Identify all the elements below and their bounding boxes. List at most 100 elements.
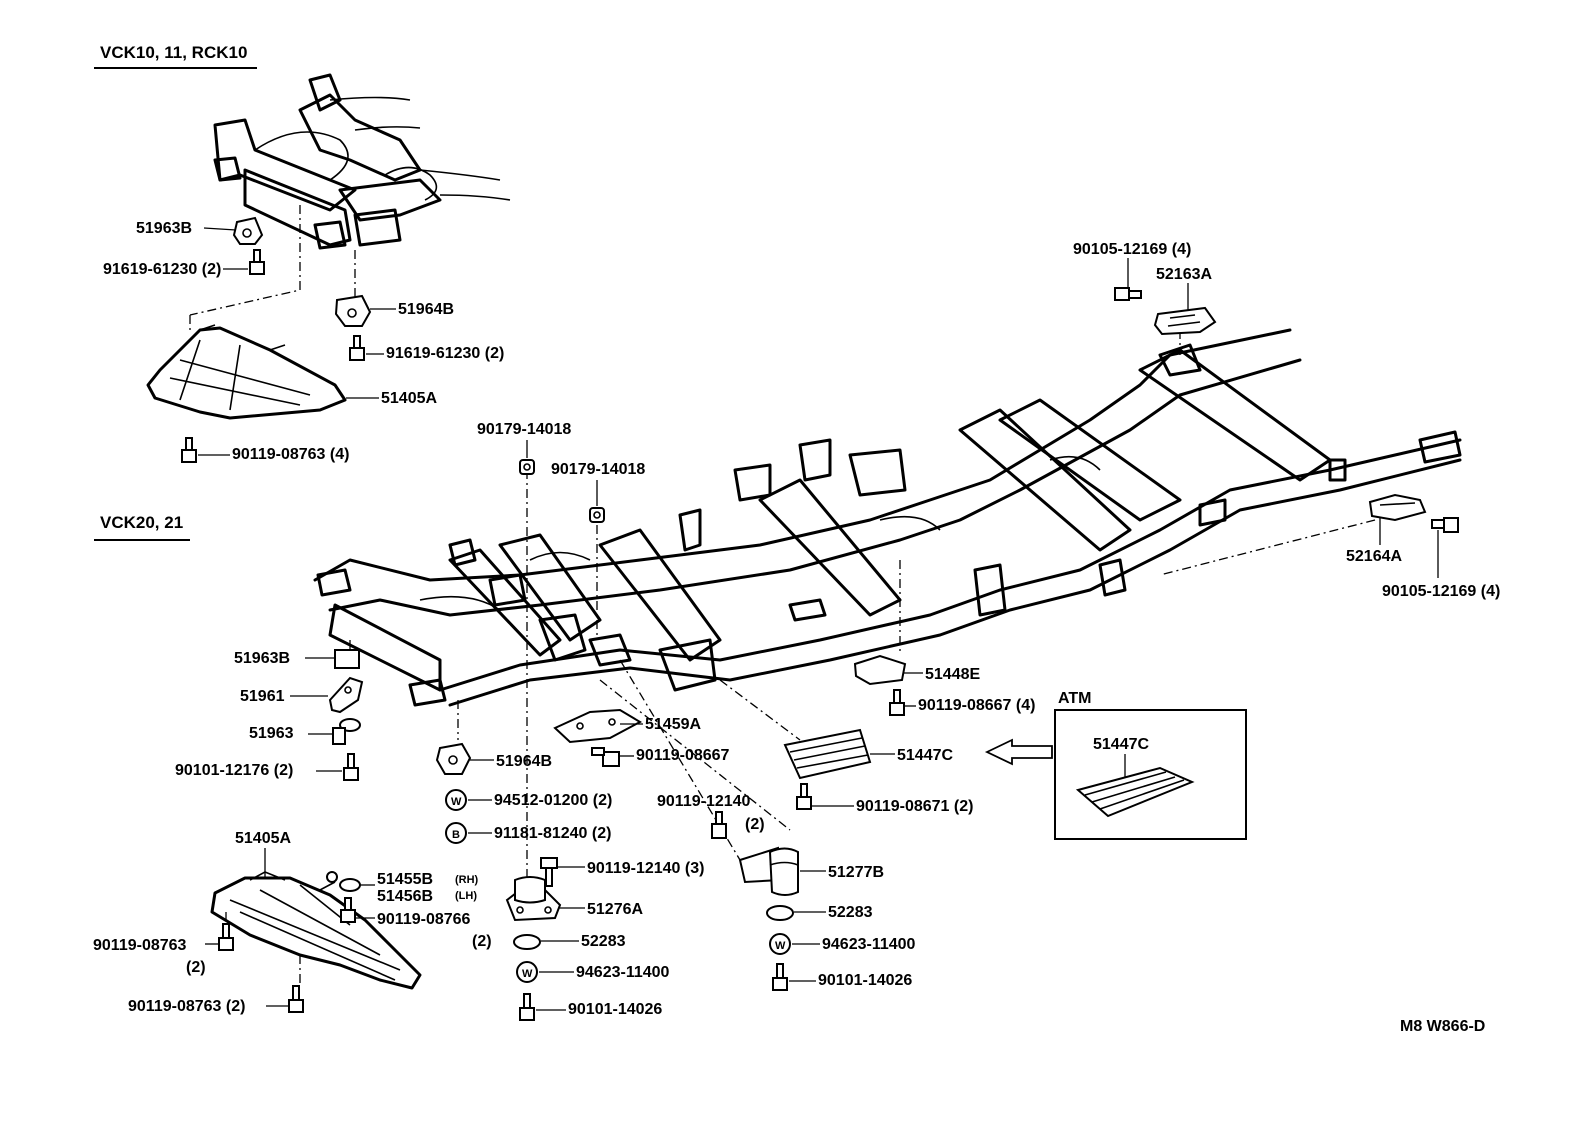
label-51964b-mid: 51964B xyxy=(496,753,552,770)
label-51963: 51963 xyxy=(249,725,294,742)
bolt-icon xyxy=(218,923,234,951)
front-crossmember-top xyxy=(213,73,511,250)
label-90119-12140-a2: (2) xyxy=(745,816,765,833)
label-91619-61230-top-b: 91619-61230 (2) xyxy=(386,345,504,362)
section-title-vck20: VCK20, 21 xyxy=(100,513,183,532)
label-90119-12140-a: 90119-12140 xyxy=(657,793,751,810)
label-94623-11400-left: 94623-11400 xyxy=(576,964,670,981)
washer-w-icon: W xyxy=(516,961,538,983)
label-90119-08766: 90119-08766 xyxy=(377,911,471,928)
label-51456b-side: (LH) xyxy=(455,890,477,902)
mount-51276a xyxy=(505,876,562,922)
bracket-51455b xyxy=(326,871,361,892)
label-90119-08763-a: 90119-08763 xyxy=(93,937,187,954)
svg-text:W: W xyxy=(451,796,462,808)
label-90119-12140-3: 90119-12140 (3) xyxy=(587,860,704,877)
cushion-52283-left xyxy=(513,934,541,950)
section-title-vck10: VCK10, 11, RCK10 xyxy=(100,43,247,62)
svg-text:B: B xyxy=(452,829,460,841)
washer-w-icon: W xyxy=(445,789,467,811)
label-91619-61230-top-a: 91619-61230 (2) xyxy=(103,261,221,278)
mount-52163a xyxy=(1153,306,1217,336)
label-90119-08763-4: 90119-08763 (4) xyxy=(232,446,349,463)
bolt-icon xyxy=(340,897,356,923)
bracket-51963b-top xyxy=(232,216,264,245)
skid-plate-51405a-top xyxy=(146,324,347,420)
label-51964b-top: 51964B xyxy=(398,301,454,318)
label-90101-12176: 90101-12176 (2) xyxy=(175,762,293,779)
crossmember-51447c xyxy=(783,728,872,780)
label-51456b: 51456B xyxy=(377,888,433,905)
bracket-51964b-top xyxy=(334,294,372,327)
label-51447c: 51447C xyxy=(897,747,953,764)
label-51405a-top: 51405A xyxy=(381,390,437,407)
bracket-51448e xyxy=(853,654,907,686)
nut-icon xyxy=(589,507,605,523)
svg-text:W: W xyxy=(775,940,786,952)
label-51963b-mid: 51963B xyxy=(234,650,290,667)
label-52283-right: 52283 xyxy=(828,904,873,921)
bolt-icon xyxy=(796,783,812,810)
label-90119-08671: 90119-08671 (2) xyxy=(856,798,973,815)
label-51455b-side: (RH) xyxy=(455,874,479,886)
washer-w-icon: W xyxy=(769,933,791,955)
label-52164a: 52164A xyxy=(1346,548,1402,565)
atm-box xyxy=(1054,709,1247,840)
atm-title: ATM xyxy=(1058,690,1091,707)
mount-51277b xyxy=(738,846,799,896)
label-90119-08667-4: 90119-08667 (4) xyxy=(918,697,1035,714)
bracket-51459a xyxy=(553,708,643,744)
bolt-icon xyxy=(540,857,558,887)
label-90119-08763-b: 90119-08763 (2) xyxy=(128,998,245,1015)
bolt-icon xyxy=(349,335,365,361)
bolt-icon xyxy=(181,437,197,463)
bolt-icon xyxy=(519,993,535,1021)
label-51963b-top: 51963B xyxy=(136,220,192,237)
skid-plate-51405a-bottom xyxy=(210,871,422,990)
label-51277b: 51277B xyxy=(828,864,884,881)
crossmember-atm xyxy=(1075,766,1195,818)
bolt-icon xyxy=(343,753,359,781)
label-94623-11400-right: 94623-11400 xyxy=(822,936,916,953)
label-51459a: 51459A xyxy=(645,716,701,733)
bolt-icon xyxy=(772,963,788,991)
bolt-icon xyxy=(1431,517,1459,533)
label-90119-08766-2: (2) xyxy=(472,933,492,950)
drawing-code: M8 W866-D xyxy=(1400,1018,1485,1035)
label-52163a: 52163A xyxy=(1156,266,1212,283)
arrow-left-icon xyxy=(984,738,1053,766)
label-90119-08763-a2: (2) xyxy=(186,959,206,976)
label-90105-12169-b: 90105-12169 (4) xyxy=(1382,583,1500,600)
bolt-icon xyxy=(1114,287,1142,301)
label-90179-14018-a: 90179-14018 xyxy=(477,421,571,438)
label-51455b: 51455B xyxy=(377,871,433,888)
bracket-51963b-mid xyxy=(334,649,360,669)
cushion-52283-right xyxy=(766,905,794,921)
label-51405a-bottom: 51405A xyxy=(235,830,291,847)
label-51961: 51961 xyxy=(240,688,285,705)
bolt-icon xyxy=(711,811,727,839)
svg-text:W: W xyxy=(522,968,533,980)
label-91181-81240: 91181-81240 (2) xyxy=(494,825,611,842)
label-94512-01200: 94512-01200 (2) xyxy=(494,792,612,809)
nut-icon xyxy=(519,459,535,475)
label-atm-51447c: 51447C xyxy=(1093,736,1149,753)
label-52283-left: 52283 xyxy=(581,933,626,950)
label-90119-08667: 90119-08667 xyxy=(636,747,730,764)
label-90105-12169-a: 90105-12169 (4) xyxy=(1073,241,1191,258)
label-51448e: 51448E xyxy=(925,666,980,683)
bolt-icon xyxy=(288,985,304,1013)
bolt-icon xyxy=(249,249,265,275)
label-51276a: 51276A xyxy=(587,901,643,918)
bracket-51964b-mid xyxy=(435,742,472,775)
bolt-icon xyxy=(591,747,620,767)
washer-b-icon: B xyxy=(445,822,467,844)
arm-51961 xyxy=(328,676,364,714)
label-90101-14026-right: 90101-14026 xyxy=(818,972,912,989)
label-90101-14026-left: 90101-14026 xyxy=(568,1001,662,1018)
mount-52164a xyxy=(1368,493,1427,522)
chassis-frame xyxy=(313,328,1462,707)
bracket-51963 xyxy=(332,718,361,745)
bolt-icon xyxy=(889,689,905,716)
